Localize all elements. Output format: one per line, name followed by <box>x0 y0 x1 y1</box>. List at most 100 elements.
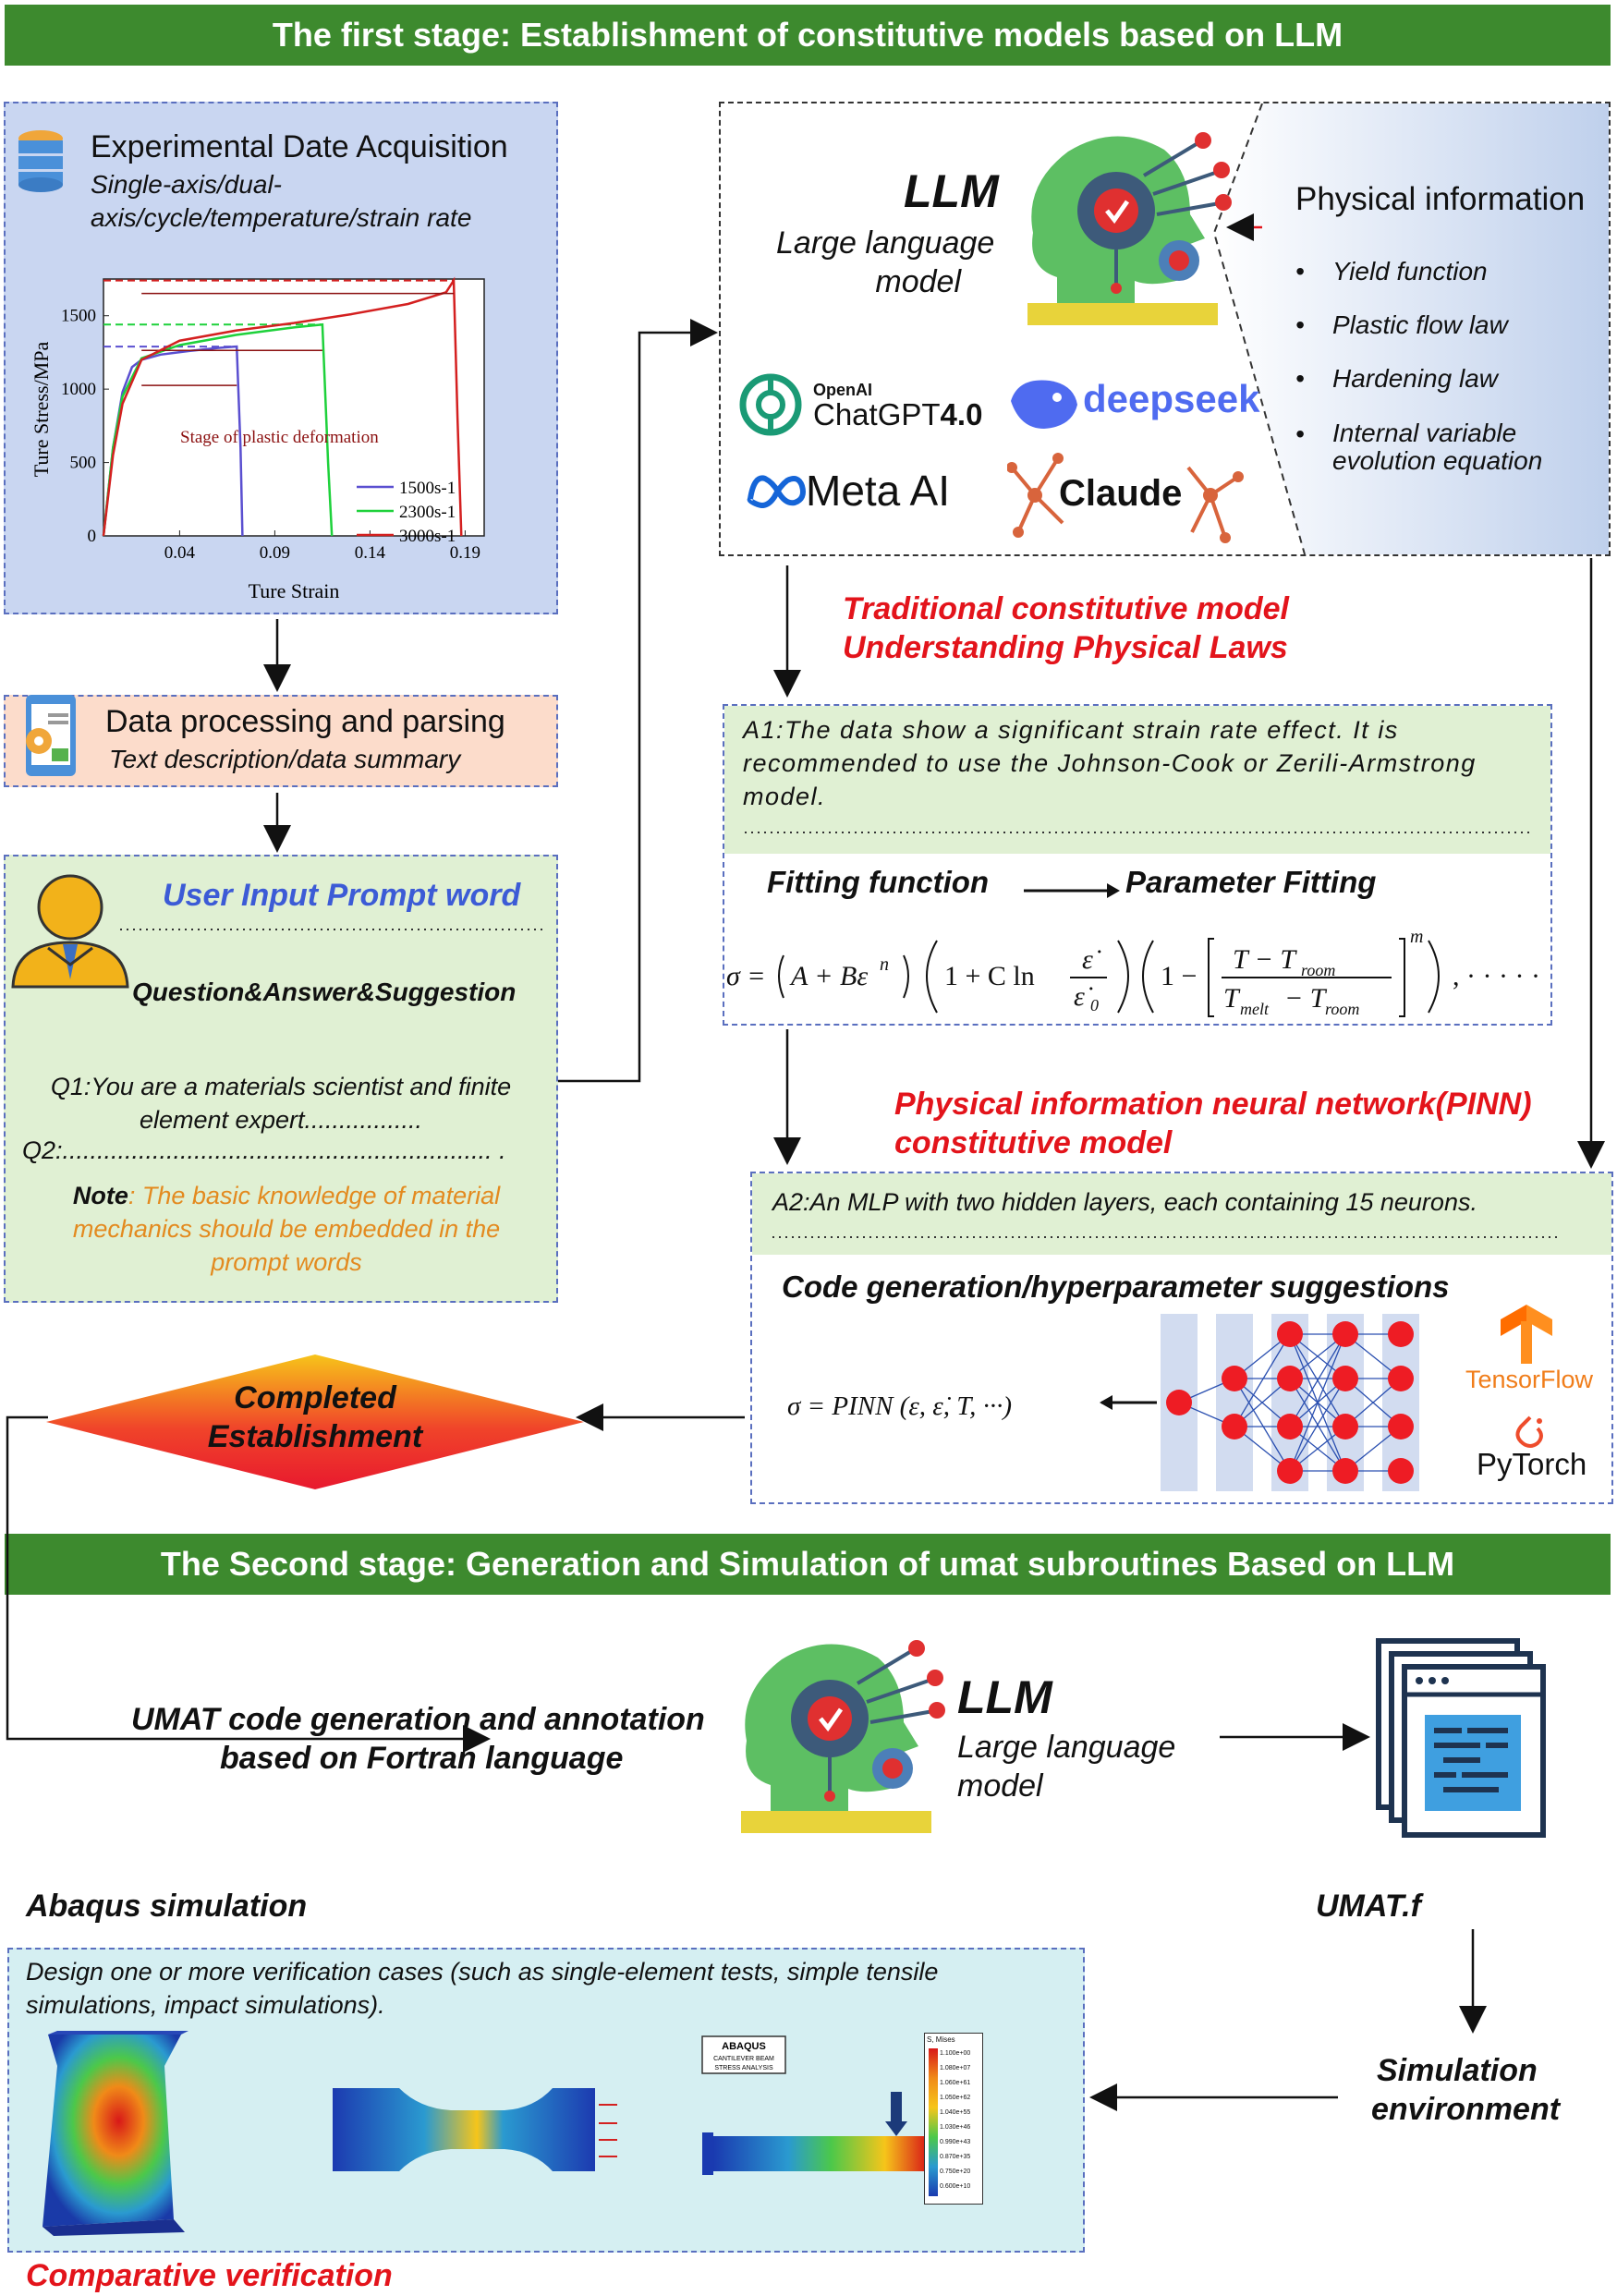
experimental-title: Experimental Date Acquisition <box>91 129 508 164</box>
physical-title: Physical information <box>1295 181 1586 217</box>
database-icon <box>18 130 63 192</box>
processing-title: Data processing and parsing <box>105 704 505 739</box>
x-axis-label: Ture Strain <box>249 579 340 602</box>
svg-text:ε̇: ε̇ <box>1082 944 1101 975</box>
llm-top-subtitle-1: Large language <box>776 225 995 261</box>
umat-gen-line2: based on Fortran language <box>220 1741 624 1776</box>
a1-dotted-line <box>745 832 1530 833</box>
pytorch-icon <box>1515 1415 1543 1448</box>
physical-info-region <box>1212 103 1609 554</box>
pytorch-label: PyTorch <box>1477 1447 1587 1481</box>
stage2-title: The Second stage: Generation and Simulat… <box>160 1545 1455 1583</box>
completed-line1: Completed <box>234 1380 396 1415</box>
svg-text:CANTILEVER BEAM: CANTILEVER BEAM <box>713 2056 774 2062</box>
claude-label: Claude <box>1059 473 1183 514</box>
legend-label: 1500s-1 <box>399 479 456 498</box>
note-text: : The basic knowledge of material mechan… <box>72 1182 501 1276</box>
abaqus-title: Abaqus simulation <box>26 1889 308 1924</box>
comparative-verification: Comparative verification <box>26 2258 393 2293</box>
svg-text:room: room <box>1325 1000 1359 1018</box>
svg-text:ABAQUS: ABAQUS <box>722 2041 766 2052</box>
processing-box <box>4 695 558 787</box>
traditional-line1: Traditional constitutive model <box>843 591 1289 626</box>
a1-answer-band <box>724 706 1550 854</box>
llm-bottom-subtitle-2: model <box>957 1768 1043 1804</box>
y-tick-label: 1500 <box>61 307 96 326</box>
meta-label: Meta AI <box>806 467 950 515</box>
fem-block-simulation <box>43 2031 188 2236</box>
svg-text:0: 0 <box>1090 996 1099 1014</box>
umat-gen-line1: UMAT code generation and annotation <box>131 1702 705 1737</box>
pinn-title-line2: constitutive model <box>894 1125 1173 1160</box>
mises-color-bar <box>929 2048 938 2196</box>
x-tick-label: 0.04 <box>164 543 196 563</box>
a1-text: A1:The data show a significant strain ra… <box>743 716 1477 810</box>
fitting-function-label: Fitting function <box>767 865 990 899</box>
svg-text:melt: melt <box>1240 1000 1270 1018</box>
prompt-note: Note: The basic knowledge of material me… <box>37 1179 536 1279</box>
umat-file-label: UMAT.f <box>1316 1889 1421 1924</box>
legend-label: 2300s-1 <box>399 503 456 522</box>
svg-text:A + Bε: A + Bε <box>789 961 868 991</box>
series-line <box>102 276 463 537</box>
openai-small-label: OpenAI <box>813 381 873 399</box>
chatgpt-version: 4.0 <box>940 397 983 431</box>
stage1-title: The first stage: Establishment of consti… <box>272 16 1343 54</box>
y-axis-label: Ture Stress/MPa <box>30 342 53 478</box>
pinn-formula: σ = PINN (ε, ε̇, T, ···) <box>787 1391 1013 1421</box>
deepseek-whale-icon <box>1011 380 1077 429</box>
svg-text:m: m <box>1410 928 1423 947</box>
svg-text:STRESS ANALYSIS: STRESS ANALYSIS <box>714 2065 773 2071</box>
user-icon <box>11 874 129 989</box>
stage2-banner: The Second stage: Generation and Simulat… <box>5 1534 1611 1595</box>
abaqus-text: Design one or more verification cases (s… <box>26 1958 939 2019</box>
llm-top-subtitle-2: model <box>875 264 961 299</box>
openai-logo-icon <box>739 373 802 436</box>
chatgpt-label: ChatGPT <box>813 397 941 431</box>
tensorflow-icon <box>1501 1305 1552 1364</box>
y-tick-label: 0 <box>88 527 97 546</box>
svg-text:, · · · · · ·: , · · · · · · <box>1453 961 1549 991</box>
legend-label: 3000s-1 <box>399 527 456 546</box>
mises-legend-title: S, Mises <box>927 2035 955 2044</box>
pinn-answer-band <box>752 1173 1611 1255</box>
simulation-env-line2: environment <box>1371 2092 1561 2127</box>
processing-icon <box>26 695 76 776</box>
svg-text:σ =: σ = <box>726 961 766 991</box>
ai-head-icon <box>1027 132 1232 325</box>
a2-dotted-line <box>772 1236 1558 1238</box>
y-tick-label: 1000 <box>61 380 96 399</box>
svg-text:n: n <box>880 954 889 975</box>
tensile-specimen-simulation <box>333 2088 617 2171</box>
x-tick-label: 0.09 <box>260 543 290 563</box>
experimental-subtitle-2: axis/cycle/temperature/strain rate <box>91 203 472 232</box>
code-file-icon <box>1376 1638 1546 1838</box>
cantilever-beam-simulation: ABAQUS CANTILEVER BEAM STRESS ANALYSIS <box>701 2035 928 2175</box>
traditional-line2: Understanding Physical Laws <box>843 630 1288 665</box>
parameter-fitting-label: Parameter Fitting <box>1125 865 1377 899</box>
x-tick-label: 0.19 <box>450 543 480 563</box>
a2-text: A2:An MLP with two hidden layers, each c… <box>772 1188 1477 1216</box>
tensorflow-label: TensorFlow <box>1465 1366 1594 1393</box>
series-line <box>102 322 334 537</box>
llm-top-title: LLM <box>904 165 999 217</box>
svg-text:room: room <box>1301 961 1335 979</box>
llm-bottom-subtitle-1: Large language <box>957 1730 1176 1765</box>
note-label: Note <box>72 1182 128 1209</box>
ai-head-icon-bottom <box>741 1640 945 1833</box>
qa-label: Question&Answer&Suggestion <box>132 978 517 1006</box>
chatgpt-brand: ChatGPT4.0 <box>813 397 982 432</box>
claude-logo-icon <box>1007 453 1244 543</box>
chart-annotation: Stage of plastic deformation <box>180 428 379 447</box>
svg-text:T: T <box>1223 983 1241 1014</box>
pinn-title-line1: Physical information neural network(PINN… <box>894 1087 1532 1122</box>
processing-subtitle: Text description/data summary <box>109 745 461 773</box>
completed-line2: Establishment <box>207 1419 423 1454</box>
prompt-q1: Q1:You are a materials scientist and fin… <box>50 1073 512 1134</box>
meta-logo-icon <box>747 475 806 508</box>
simulation-env-line1: Simulation <box>1377 2053 1538 2088</box>
